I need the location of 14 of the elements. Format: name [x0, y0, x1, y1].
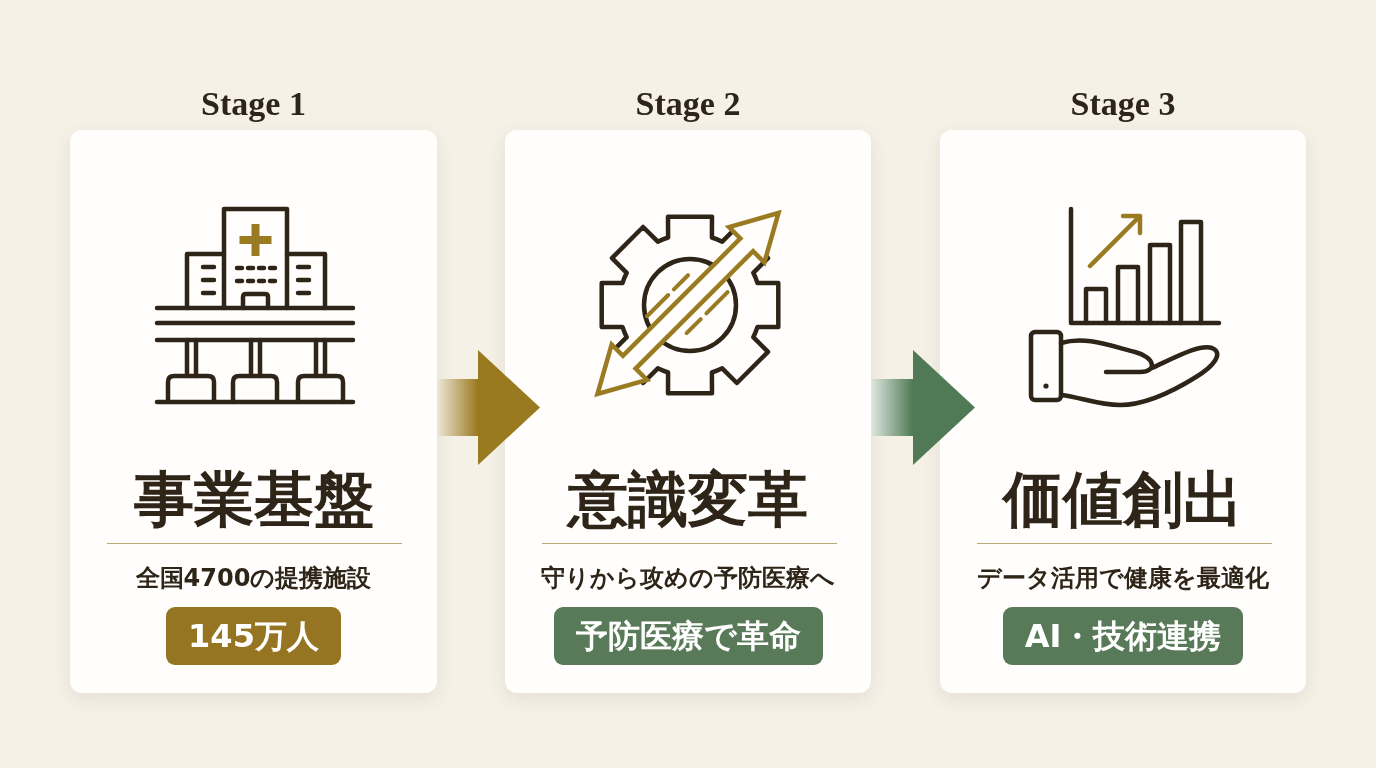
highlight-badge: 145万人: [166, 607, 341, 665]
stage-label: Stage 2: [635, 84, 741, 124]
stage-subtitle: データ活用で健康を最適化: [977, 563, 1269, 593]
stage-heading: 意識変革: [568, 466, 808, 534]
highlight-badge: 予防医療で革命: [553, 607, 823, 665]
stage-subtitle: 全国4700の提携施設: [135, 563, 372, 593]
stage-label: Stage 3: [1070, 84, 1176, 124]
stage-heading: 価値創出: [1003, 466, 1243, 534]
stage-label: Stage 1: [201, 84, 306, 124]
stage-subtitle: 守りから攻めの予防医療へ: [541, 563, 835, 593]
stage-heading: 事業基盤: [133, 466, 374, 534]
arrow: [871, 350, 975, 465]
highlight-badge: AI・技術連携: [1002, 607, 1244, 665]
arrow: [437, 350, 540, 465]
